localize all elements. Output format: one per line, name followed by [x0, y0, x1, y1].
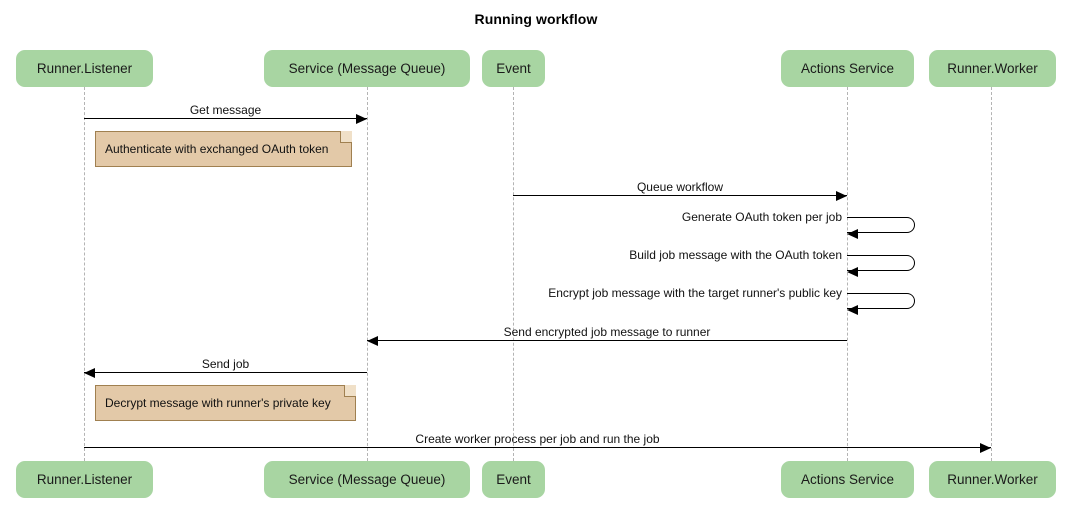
- message-arrow-send-job: [84, 372, 367, 373]
- arrowhead-left-icon: [847, 228, 858, 239]
- participant-label: Actions Service: [800, 472, 895, 487]
- lifeline-runner-listener: [84, 87, 85, 461]
- self-message-loop-generate-oauth-token: [847, 217, 915, 233]
- participant-label: Event: [496, 472, 531, 487]
- message-label-generate-oauth-token: Generate OAuth token per job: [681, 210, 842, 224]
- participant-service-mq-bottom[interactable]: Service (Message Queue): [264, 461, 470, 498]
- message-label-send-job: Send job: [201, 357, 250, 371]
- arrowhead-left-icon: [847, 304, 858, 315]
- page-title: Running workflow: [474, 11, 598, 27]
- participant-event-top[interactable]: Event: [482, 50, 545, 87]
- message-label-encrypt-job-message: Encrypt job message with the target runn…: [548, 286, 842, 300]
- participant-service-mq-top[interactable]: Service (Message Queue): [264, 50, 470, 87]
- message-label-get-message: Get message: [189, 103, 262, 117]
- note-decrypt: Decrypt message with runner's private ke…: [95, 385, 356, 421]
- arrowhead-right-icon: [980, 442, 991, 453]
- arrowhead-right-icon: [356, 113, 367, 124]
- message-arrow-get-message: [84, 118, 367, 119]
- message-arrow-create-worker-process: [84, 447, 991, 448]
- note-authenticate: Authenticate with exchanged OAuth token: [95, 131, 352, 167]
- participant-actions-service-top[interactable]: Actions Service: [781, 50, 914, 87]
- note-label: Authenticate with exchanged OAuth token: [105, 142, 329, 156]
- message-arrow-queue-workflow: [513, 195, 847, 196]
- self-message-loop-build-job-message: [847, 255, 915, 271]
- message-label-create-worker-process: Create worker process per job and run th…: [415, 432, 660, 446]
- participant-runner-listener-bottom[interactable]: Runner.Listener: [16, 461, 153, 498]
- message-label-queue-workflow: Queue workflow: [636, 180, 724, 194]
- lifeline-runner-worker: [991, 87, 992, 461]
- note-fold-corner-icon: [344, 385, 356, 397]
- message-arrow-send-encrypted-job-message: [367, 340, 847, 341]
- arrowhead-right-icon: [836, 190, 847, 201]
- participant-label: Service (Message Queue): [288, 61, 446, 76]
- participant-runner-worker-top[interactable]: Runner.Worker: [929, 50, 1056, 87]
- participant-label: Service (Message Queue): [288, 472, 446, 487]
- participant-runner-worker-bottom[interactable]: Runner.Worker: [929, 461, 1056, 498]
- participant-label: Runner.Listener: [36, 61, 133, 76]
- arrowhead-left-icon: [84, 367, 95, 378]
- message-label-build-job-message: Build job message with the OAuth token: [629, 248, 842, 262]
- arrowhead-left-icon: [847, 266, 858, 277]
- participant-label: Runner.Worker: [947, 472, 1038, 487]
- participant-actions-service-bottom[interactable]: Actions Service: [781, 461, 914, 498]
- participant-event-bottom[interactable]: Event: [482, 461, 545, 498]
- participant-label: Runner.Listener: [36, 472, 133, 487]
- lifeline-event: [513, 87, 514, 461]
- note-label: Decrypt message with runner's private ke…: [105, 396, 331, 410]
- participant-label: Event: [496, 61, 531, 76]
- participant-label: Actions Service: [800, 61, 895, 76]
- self-message-loop-encrypt-job-message: [847, 293, 915, 309]
- note-fold-corner-icon: [340, 131, 352, 143]
- message-label-send-encrypted-job-message: Send encrypted job message to runner: [503, 325, 711, 339]
- participant-runner-listener-top[interactable]: Runner.Listener: [16, 50, 153, 87]
- lifeline-service-mq: [367, 87, 368, 461]
- arrowhead-left-icon: [367, 335, 378, 346]
- participant-label: Runner.Worker: [947, 61, 1038, 76]
